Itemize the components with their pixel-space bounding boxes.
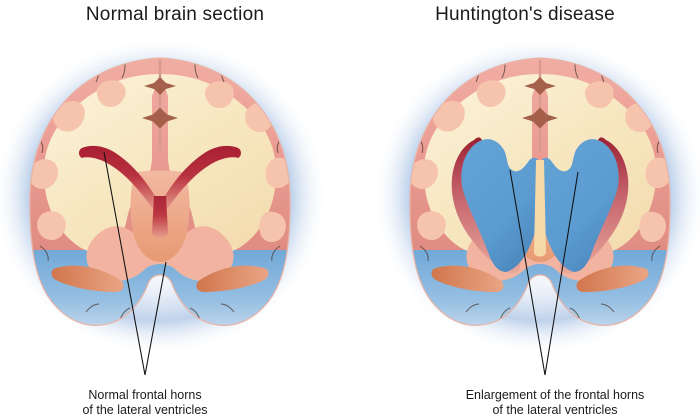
caption-huntington: Enlargement of the frontal horns of the … <box>380 388 700 418</box>
white-matter-left <box>43 74 277 254</box>
panel-huntington-brain <box>372 36 700 376</box>
panel-normal-brain <box>0 36 328 376</box>
brain-outline-right <box>409 57 671 326</box>
gyri-left <box>29 80 291 243</box>
frontal-horn-left-normal <box>79 145 160 212</box>
caption-normal-line2: of the lateral ventricles <box>82 403 208 417</box>
midline-markers-right <box>522 77 558 129</box>
hippocampus-band-right-r <box>576 265 649 292</box>
panel-title-normal: Normal brain section <box>85 4 265 25</box>
panel-title-huntington: Huntington's disease <box>435 4 615 25</box>
pointer-lines-right <box>509 169 579 376</box>
midline-markers-left <box>142 77 178 129</box>
caption-normal-line1: Normal frontal horns <box>88 388 202 402</box>
hippocampus-band-left-r <box>196 265 269 292</box>
caption-huntington-line1: Enlargement of the frontal horns <box>465 388 645 402</box>
gyri-right <box>409 80 671 243</box>
pointer-lines-left <box>103 151 167 376</box>
caption-normal: Normal frontal horns of the lateral vent… <box>0 388 320 418</box>
frontal-horn-right-normal <box>160 145 241 212</box>
septum-column-left <box>152 196 168 238</box>
hippocampus-band-right-l <box>431 265 504 292</box>
brain-outline-left <box>29 57 291 326</box>
dilated-frontal-horn-right <box>540 139 619 272</box>
dilated-frontal-horn-left <box>461 139 540 272</box>
septum-pellucidum-right <box>534 160 546 257</box>
hippocampus-band-left-l <box>51 265 124 292</box>
caption-huntington-line2: of the lateral ventricles <box>492 403 618 417</box>
